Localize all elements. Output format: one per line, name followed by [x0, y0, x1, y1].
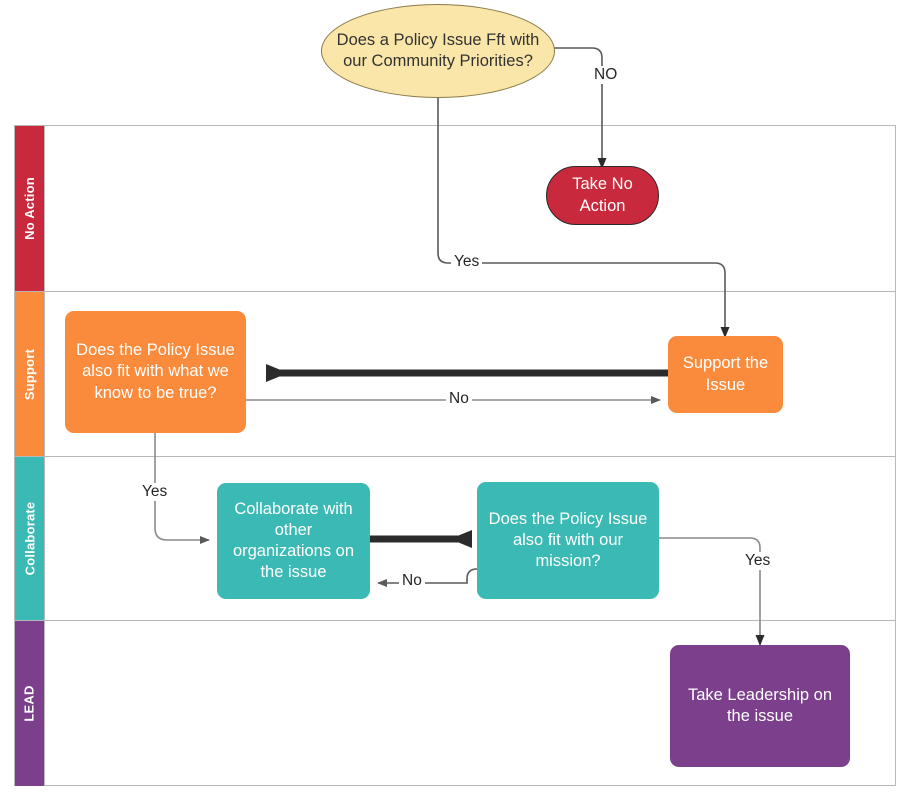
lane-header-no-action: No Action [15, 126, 45, 291]
lane-lead: LEAD [15, 621, 895, 786]
lane-support: Support [15, 292, 895, 457]
node-know-to-be-true[interactable]: Does the Policy Issue also fit with what… [65, 311, 246, 433]
lane-header-support: Support [15, 292, 45, 456]
node-start-decision[interactable]: Does a Policy Issue Fft with our Communi… [321, 4, 555, 98]
lane-label-lead: LEAD [22, 685, 38, 722]
edge-label-start-no: NO [591, 66, 621, 84]
node-fit-our-mission-label: Does the Policy Issue also fit with our … [488, 509, 648, 571]
node-know-to-be-true-label: Does the Policy Issue also fit with what… [76, 341, 235, 402]
node-take-leadership-label: Take Leadership on the issue [687, 685, 833, 725]
node-start-decision-label: Does a Policy Issue Fft with our Communi… [336, 30, 540, 70]
edge-label-true-yes: Yes [139, 483, 171, 501]
lane-collaborate: Collaborate [15, 457, 895, 621]
edge-label-start-yes: Yes [451, 253, 483, 271]
edge-label-mission-no: No [399, 572, 425, 590]
edge-label-mission-yes: Yes [742, 552, 774, 570]
lane-label-no-action: No Action [22, 177, 38, 240]
node-support-issue-label: Support the Issue [682, 354, 769, 394]
lane-header-lead: LEAD [15, 621, 45, 786]
lane-body-collaborate [45, 457, 895, 620]
node-support-issue[interactable]: Support the Issue [668, 336, 783, 413]
lane-label-support: Support [22, 348, 38, 400]
node-collaborate-orgs-label: Collaborate with other organizations on … [232, 499, 355, 582]
node-take-no-action-label: Take No Action [572, 175, 633, 215]
node-fit-our-mission[interactable]: Does the Policy Issue also fit with our … [477, 482, 659, 599]
node-take-no-action[interactable]: Take No Action [546, 166, 659, 225]
node-collaborate-orgs[interactable]: Collaborate with other organizations on … [217, 483, 370, 599]
edge-label-support-no: No [446, 390, 472, 408]
node-take-leadership[interactable]: Take Leadership on the issue [670, 645, 850, 767]
lane-header-collaborate: Collaborate [15, 457, 45, 620]
lane-label-collaborate: Collaborate [22, 501, 37, 576]
